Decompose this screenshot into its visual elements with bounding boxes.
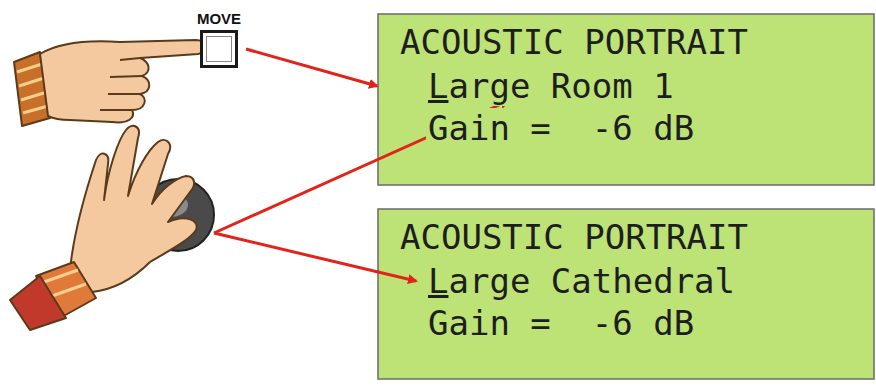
lcd-panel xyxy=(378,14,874,185)
move-button: MOVE xyxy=(194,10,244,68)
display-title: ACOUSTIC PORTRAIT xyxy=(398,217,750,257)
leader-arrow xyxy=(214,233,416,281)
display-line: Large Room 1 xyxy=(426,66,676,106)
lcd-display: ACOUSTIC PORTRAITLarge CathedralGain = -… xyxy=(378,209,874,379)
button-square xyxy=(200,30,238,68)
connector-arrow xyxy=(246,49,377,86)
display-line: Large Cathedral xyxy=(426,261,737,301)
display-title: ACOUSTIC PORTRAIT xyxy=(398,22,750,62)
button-label: MOVE xyxy=(194,10,244,28)
display-line: Gain = -6 dB xyxy=(426,303,696,343)
knob-hand xyxy=(10,126,214,330)
lcd-panel xyxy=(378,209,874,379)
display-line: Gain = -6 dB xyxy=(426,108,696,148)
lcd-display: ACOUSTIC PORTRAITLarge Room 1Gain = -6 d… xyxy=(378,14,874,185)
pointing-hand xyxy=(14,40,205,126)
